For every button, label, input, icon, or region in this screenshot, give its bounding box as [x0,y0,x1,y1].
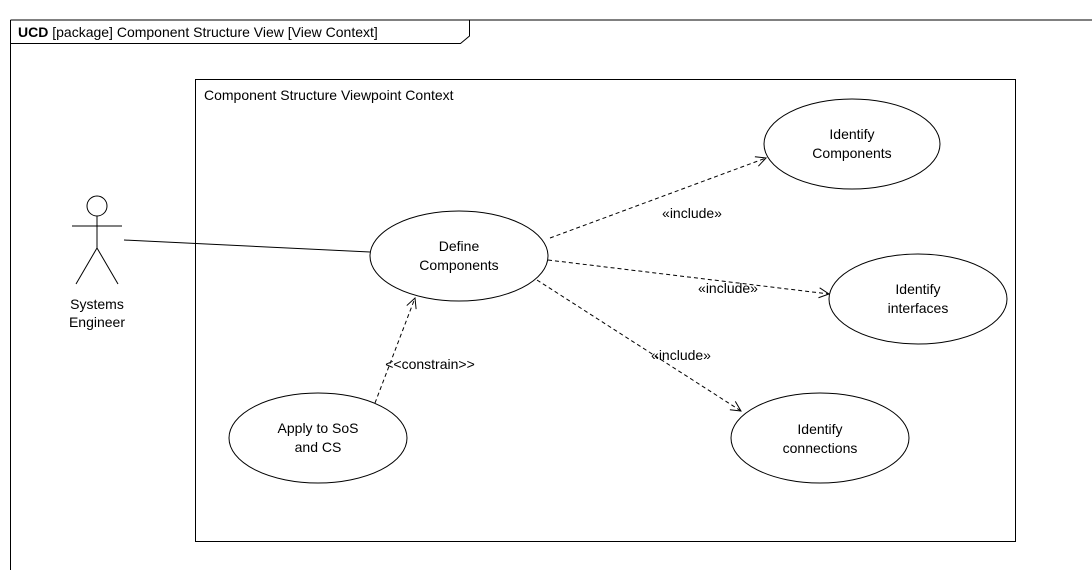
include-arrow-interfaces [547,259,829,294]
actor-label-line2: Engineer [69,314,125,330]
actor-systems-engineer[interactable]: Systems Engineer [69,195,125,330]
use-case-label: Identify [797,421,842,437]
diagram-frame: UCD [package] Component Structure View [… [10,19,1092,570]
system-boundary: Component Structure Viewpoint Context [195,79,1016,542]
frame-keyword: UCD [18,24,48,40]
constrain-label: <<constrain>> [385,356,475,372]
use-case-label: Define [439,238,480,254]
include-arrow-components [549,158,766,239]
use-case-identify-connections[interactable]: Identify connections [730,392,910,484]
use-case-label: and CS [295,439,342,455]
include-label-components: «include» [662,205,722,221]
include-arrow-connections [536,279,741,411]
frame-title: UCD [package] Component Structure View [… [18,24,378,40]
include-label-interfaces: «include» [698,280,758,296]
boundary-title: Component Structure Viewpoint Context [204,87,454,103]
use-case-label: Identify [829,126,874,142]
use-case-label: Apply to SoS [278,420,359,436]
constrain-arrow [374,298,415,404]
use-case-label: Components [812,145,891,161]
use-case-identify-interfaces[interactable]: Identify interfaces [828,253,1008,345]
use-case-apply-to-sos[interactable]: Apply to SoS and CS [228,392,408,484]
association-line [123,239,371,253]
use-case-identify-components[interactable]: Identify Components [763,98,941,190]
frame-title-rest: [package] Component Structure View [View… [48,24,377,40]
use-case-label: Components [419,257,498,273]
use-case-label: Identify [895,281,940,297]
actor-label-line1: Systems [70,296,124,312]
use-case-define-components[interactable]: Define Components [369,210,549,302]
use-case-label: interfaces [888,300,949,316]
actor-head-icon [86,195,108,217]
use-case-label: connections [783,440,858,456]
include-label-connections: «include» [651,347,711,363]
